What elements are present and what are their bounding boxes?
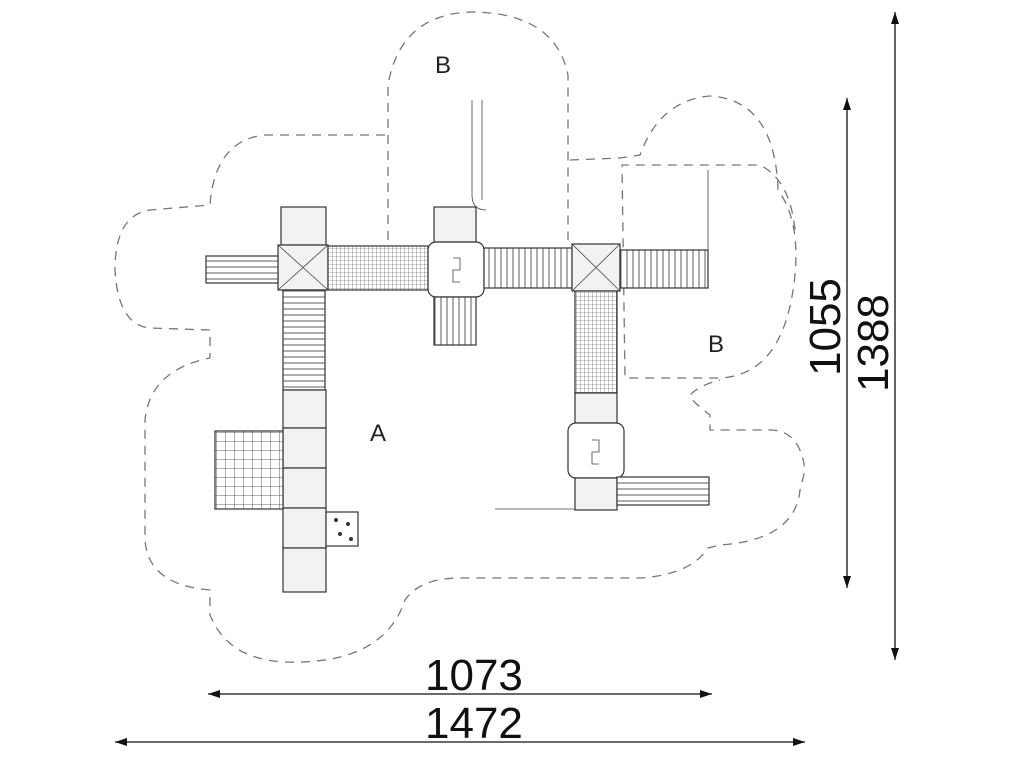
- outer-height-label: 1388: [849, 294, 898, 392]
- left-platform-2: [282, 427, 327, 469]
- right-tower-platform: [567, 422, 625, 479]
- outer-width-label: 1472: [425, 699, 523, 748]
- left-bridge: [282, 289, 326, 391]
- left-platform-5: [282, 547, 327, 593]
- right-platform-1: [574, 392, 618, 424]
- climbing-net: [214, 430, 284, 510]
- zone-b-top-label: B: [435, 52, 451, 79]
- left-platform-3: [282, 467, 327, 509]
- safety-zone-b-top-outline: [387, 11, 569, 240]
- center-tower-top-platform: [433, 206, 477, 243]
- inner-width-label: 1073: [425, 651, 523, 700]
- right-tower-roof-cross: [571, 243, 621, 292]
- left-tower-top-platform: [280, 206, 327, 246]
- fireman-pole: [471, 100, 487, 211]
- right-ramp: [619, 249, 709, 289]
- right-tower-hatch: [591, 439, 600, 465]
- center-tower-platform: [427, 241, 485, 298]
- safety-zone-b-right-outline: [569, 95, 797, 379]
- right-slide: [616, 476, 710, 506]
- safety-zone-a-outline: [114, 134, 806, 663]
- right-vertical-net: [574, 290, 618, 394]
- left-tower-roof-cross: [277, 244, 329, 291]
- left-platform-1: [282, 389, 327, 429]
- inner-height-label: 1055: [801, 278, 850, 376]
- climbing-wall: [325, 511, 359, 547]
- zone-b-right-label: B: [708, 331, 724, 358]
- top-left-bridge: [327, 245, 429, 291]
- top-right-bridge: [483, 247, 573, 289]
- center-tower-hatch: [452, 257, 461, 283]
- left-slide: [205, 255, 279, 284]
- left-platform-4: [282, 507, 327, 549]
- center-ladder: [433, 296, 477, 346]
- right-platform-2: [574, 477, 618, 511]
- zone-a-label: A: [370, 420, 386, 447]
